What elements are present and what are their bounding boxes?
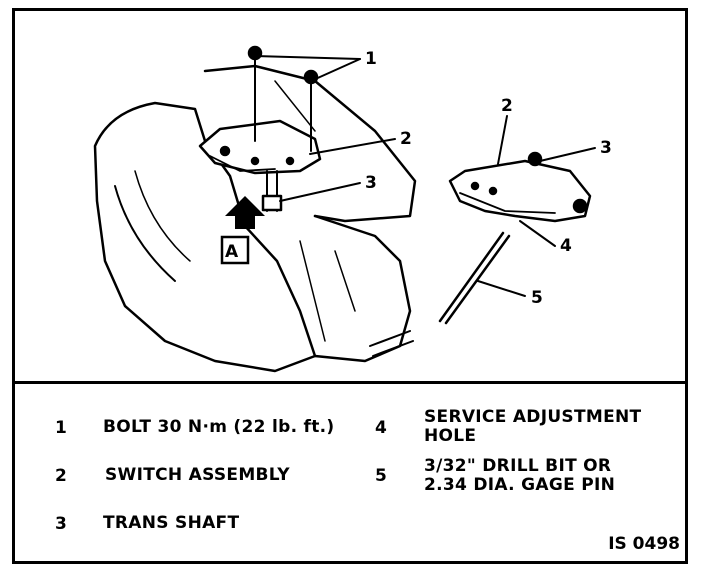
legend-num-3: 3 xyxy=(55,514,67,534)
exploded-switch xyxy=(448,159,592,223)
legend-text-4b: HOLE xyxy=(424,426,477,446)
drill-bit xyxy=(438,231,511,325)
figure-code: IS 0498 xyxy=(608,534,680,554)
legend-num-4: 4 xyxy=(375,418,387,438)
legend-text-3: TRANS SHAFT xyxy=(103,513,240,533)
legend-num-1: 1 xyxy=(55,418,67,438)
callout-1: 1 xyxy=(365,49,377,69)
legend-num-5: 5 xyxy=(375,466,387,486)
callout-2: 2 xyxy=(400,129,412,149)
legend-text-5a: 3/32" DRILL BIT OR xyxy=(424,456,612,476)
callout-3: 3 xyxy=(365,173,377,193)
callout-5: 5 xyxy=(531,288,543,308)
figure-frame xyxy=(12,8,688,564)
legend-num-2: 2 xyxy=(55,466,67,486)
view-box xyxy=(220,235,250,265)
callout-4: 4 xyxy=(560,236,572,256)
transmission-illustration: A 1 2 3 2 3 4 5 xyxy=(93,45,612,373)
case-body xyxy=(313,214,412,363)
legend-divider xyxy=(12,381,688,384)
callout-3-exploded: 3 xyxy=(600,138,612,158)
converter-housing xyxy=(93,101,317,373)
legend-text-5b: 2.34 DIA. GAGE PIN xyxy=(424,475,616,495)
view-label: A xyxy=(225,242,239,262)
mounted-switch xyxy=(198,119,322,175)
legend-text-2: SWITCH ASSEMBLY xyxy=(105,465,290,485)
case-top xyxy=(203,64,417,223)
legend-text-4a: SERVICE ADJUSTMENT xyxy=(424,407,642,427)
view-arrow xyxy=(225,196,265,229)
callout-2-exploded: 2 xyxy=(501,96,513,116)
legend-text-1: BOLT 30 N·m (22 lb. ft.) xyxy=(103,417,335,437)
